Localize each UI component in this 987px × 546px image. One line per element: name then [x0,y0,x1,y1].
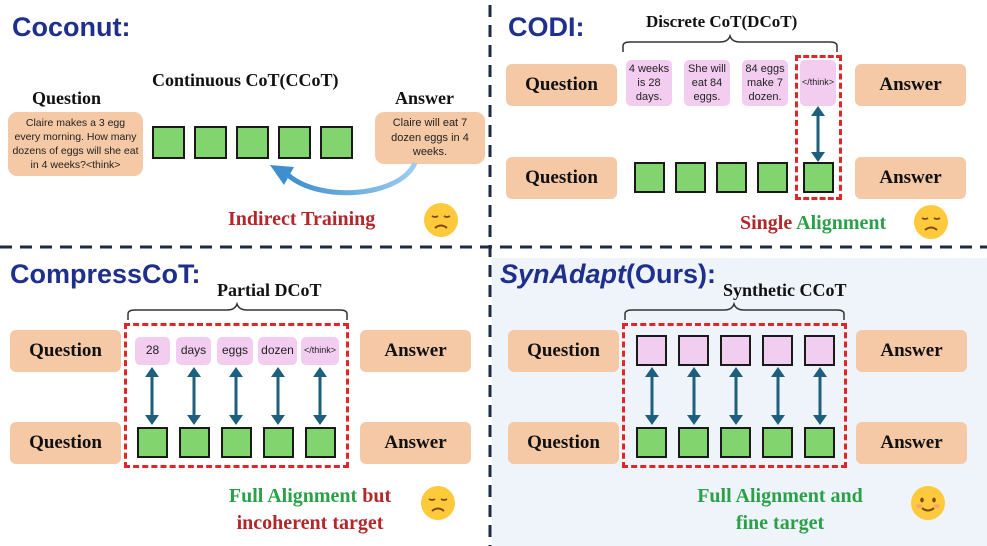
synadapt-alignment-dashed-box [622,323,847,468]
synadapt-synthetic-token [636,335,667,366]
compresscot-alignment-arrows [145,367,327,425]
compresscot-answer-box-bottom: Answer [360,422,471,464]
compresscot-caption-full-alignment: Full Alignment [228,485,358,507]
coconut-question-bubble: Claire makes a 3 egg every morning. How … [8,112,143,176]
compresscot-ccot-token [221,427,252,458]
coconut-ccot-token [152,126,185,159]
compresscot-brace [127,302,348,320]
coconut-title: Coconut: [12,12,131,42]
synadapt-question-box-bottom: Question [508,422,619,464]
synadapt-brace [624,302,845,320]
coconut-answer-label: Answer [395,88,454,108]
synadapt-ccot-token [678,427,709,458]
synadapt-synthetic-token [762,335,793,366]
synadapt-ccot-token [636,427,667,458]
compresscot-title: CompressCoT: [10,259,201,289]
coconut-ccot-token [194,126,227,159]
coconut-caption: Indirect Training [228,208,376,230]
codi-question-box-top: Question [506,64,617,106]
codi-caption-alignment: Alignment [796,212,887,234]
synadapt-panel-background [492,258,987,546]
synadapt-synthetic-token [678,335,709,366]
compresscot-alignment-dashed-box [124,323,349,468]
codi-dcot-step: </think> [800,60,836,106]
codi-dcot-label: Discrete CoT(DCoT) [646,12,798,31]
synadapt-title-suffix: (Ours): [626,259,717,289]
compresscot-caption: Full Alignment but incoherent target [180,483,440,537]
codi-ccot-token [675,162,706,193]
codi-ccot-token [757,162,788,193]
sad-face-icon [421,486,455,520]
codi-caption: Single Alignment [740,210,886,237]
synadapt-answer-box-bottom: Answer [856,422,967,464]
synadapt-synthetic-token [804,335,835,366]
coconut-question-label: Question [32,88,102,108]
coconut-ccot-token [320,126,353,159]
synadapt-caption-line1: Full Alignment and [697,485,863,507]
codi-ccot-token [803,162,834,193]
synadapt-ccot-label: Synthetic CCoT [723,280,847,300]
compresscot-ccot-token [305,427,336,458]
sad-face-icon [424,203,458,237]
compresscot-token: days [176,337,211,365]
codi-answer-box-top: Answer [855,64,966,106]
smile-face-icon [911,486,945,520]
codi-alignment-dashed-box [795,55,842,200]
synadapt-synthetic-token [720,335,751,366]
compresscot-token: dozen [258,337,297,365]
synadapt-answer-box-top: Answer [856,330,967,372]
compresscot-token: 28 [135,337,170,365]
codi-dcot-step: She will eat 84 eggs. [684,60,730,106]
codi-caption-single: Single [740,212,797,234]
codi-answer-box-bottom: Answer [855,157,966,199]
compresscot-ccot-token [179,427,210,458]
synadapt-title: SynAdapt(Ours): [500,259,716,290]
coconut-feedback-arrow [270,161,418,196]
compresscot-question-box-top: Question [10,330,121,372]
coconut-ccot-token [236,126,269,159]
compresscot-answer-box-top: Answer [360,330,471,372]
codi-ccot-token [634,162,665,193]
compresscot-token: </think> [301,337,339,365]
synadapt-alignment-arrows [645,367,827,425]
sad-face-icon [914,205,948,239]
compresscot-question-box-bottom: Question [10,422,121,464]
compresscot-caption-incoherent: incoherent target [236,512,384,534]
synadapt-caption-line2: fine target [735,512,825,534]
synadapt-ccot-token [804,427,835,458]
synadapt-ccot-token [720,427,751,458]
coconut-answer-bubble: Claire will eat 7 dozen eggs in 4 weeks. [375,112,485,164]
compresscot-token: eggs [217,337,253,365]
codi-title: CODI: [508,12,585,42]
synadapt-ccot-token [762,427,793,458]
synadapt-question-box-top: Question [508,330,619,372]
codi-brace [622,34,838,52]
codi-ccot-token [716,162,747,193]
codi-dcot-step: 4 weeks is 28 days. [626,60,672,106]
codi-alignment-arrow [811,106,825,162]
compresscot-caption-but: but [357,485,392,507]
codi-question-box-bottom: Question [506,157,617,199]
compresscot-ccot-token [137,427,168,458]
coconut-ccot-token [278,126,311,159]
synadapt-caption: Full Alignment and fine target [660,483,900,537]
synadapt-title-name: SynAdapt [500,259,627,289]
codi-dcot-step: 84 eggs make 7 dozen. [742,60,788,106]
compresscot-dcot-label: Partial DCoT [217,280,322,300]
compresscot-ccot-token [263,427,294,458]
coconut-ccot-label: Continuous CoT(CCoT) [152,70,339,90]
